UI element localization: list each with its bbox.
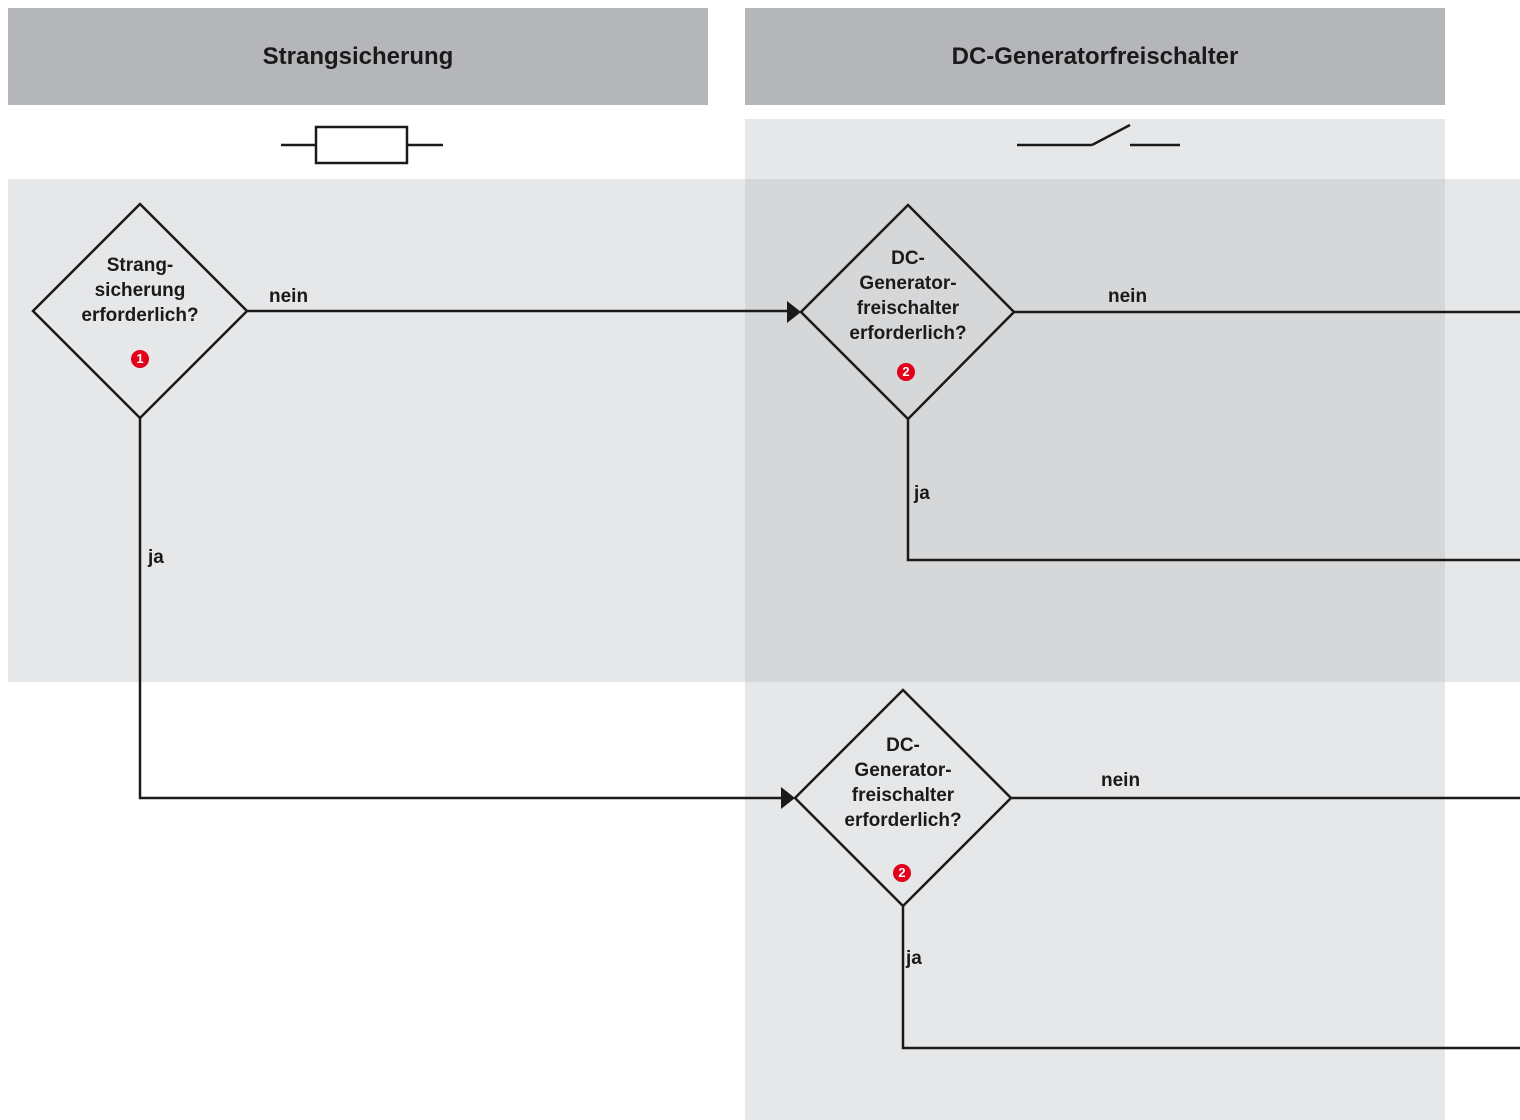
decision-switch-top-text: DC- Generator- freischalter erforderlich… xyxy=(808,246,1008,346)
badge-two-top: 2 xyxy=(897,363,915,381)
badge-one: 1 xyxy=(131,350,149,368)
header-strangsicherung-label: Strangsicherung xyxy=(262,42,454,70)
decision-switch-top-line: Generator- xyxy=(859,273,957,294)
decision-switch-bottom-text: DC- Generator- freischalter erforderlich… xyxy=(803,733,1003,833)
label-fuse-no: nein xyxy=(269,286,309,307)
decision-switch-top-line: erforderlich? xyxy=(849,323,967,344)
label-fuse-yes: ja xyxy=(148,547,164,568)
header-strangsicherung: Strangsicherung xyxy=(8,8,708,105)
decision-fuse-line: Strang- xyxy=(106,255,174,276)
badge-two-bottom: 2 xyxy=(893,864,911,882)
decision-switch-top-line: DC- xyxy=(891,248,925,269)
header-dc-generatorfreischalter: DC-Generatorfreischalter xyxy=(745,8,1445,105)
label-switch-bottom-no: nein xyxy=(1101,770,1141,791)
band-overlap xyxy=(745,179,1445,682)
decision-switch-top-line: freischalter xyxy=(856,298,960,319)
decision-fuse-line: sicherung xyxy=(94,280,186,301)
edge-switch-bottom-yes xyxy=(901,906,1520,1050)
decision-switch-bottom-line: Generator- xyxy=(854,760,952,781)
edge-switch-top-yes xyxy=(906,419,1520,562)
arrowhead-to-switch-bottom xyxy=(781,787,795,809)
decision-switch-bottom-line: DC- xyxy=(886,735,920,756)
decision-fuse-line: erforderlich? xyxy=(81,305,199,326)
label-switch-bottom-yes: ja xyxy=(906,948,922,969)
fuse-symbol xyxy=(281,125,443,165)
header-dc-generatorfreischalter-label: DC-Generatorfreischalter xyxy=(951,42,1239,70)
edge-fuse-yes xyxy=(138,418,783,800)
switch-symbol xyxy=(1017,123,1180,147)
label-switch-top-no: nein xyxy=(1108,286,1148,307)
arrowhead-to-switch-top xyxy=(787,301,801,323)
decision-switch-bottom-line: erforderlich? xyxy=(844,810,962,831)
decision-fuse-text: Strang- sicherung erforderlich? xyxy=(40,253,240,328)
label-switch-top-yes: ja xyxy=(914,483,930,504)
decision-switch-bottom-line: freischalter xyxy=(851,785,955,806)
